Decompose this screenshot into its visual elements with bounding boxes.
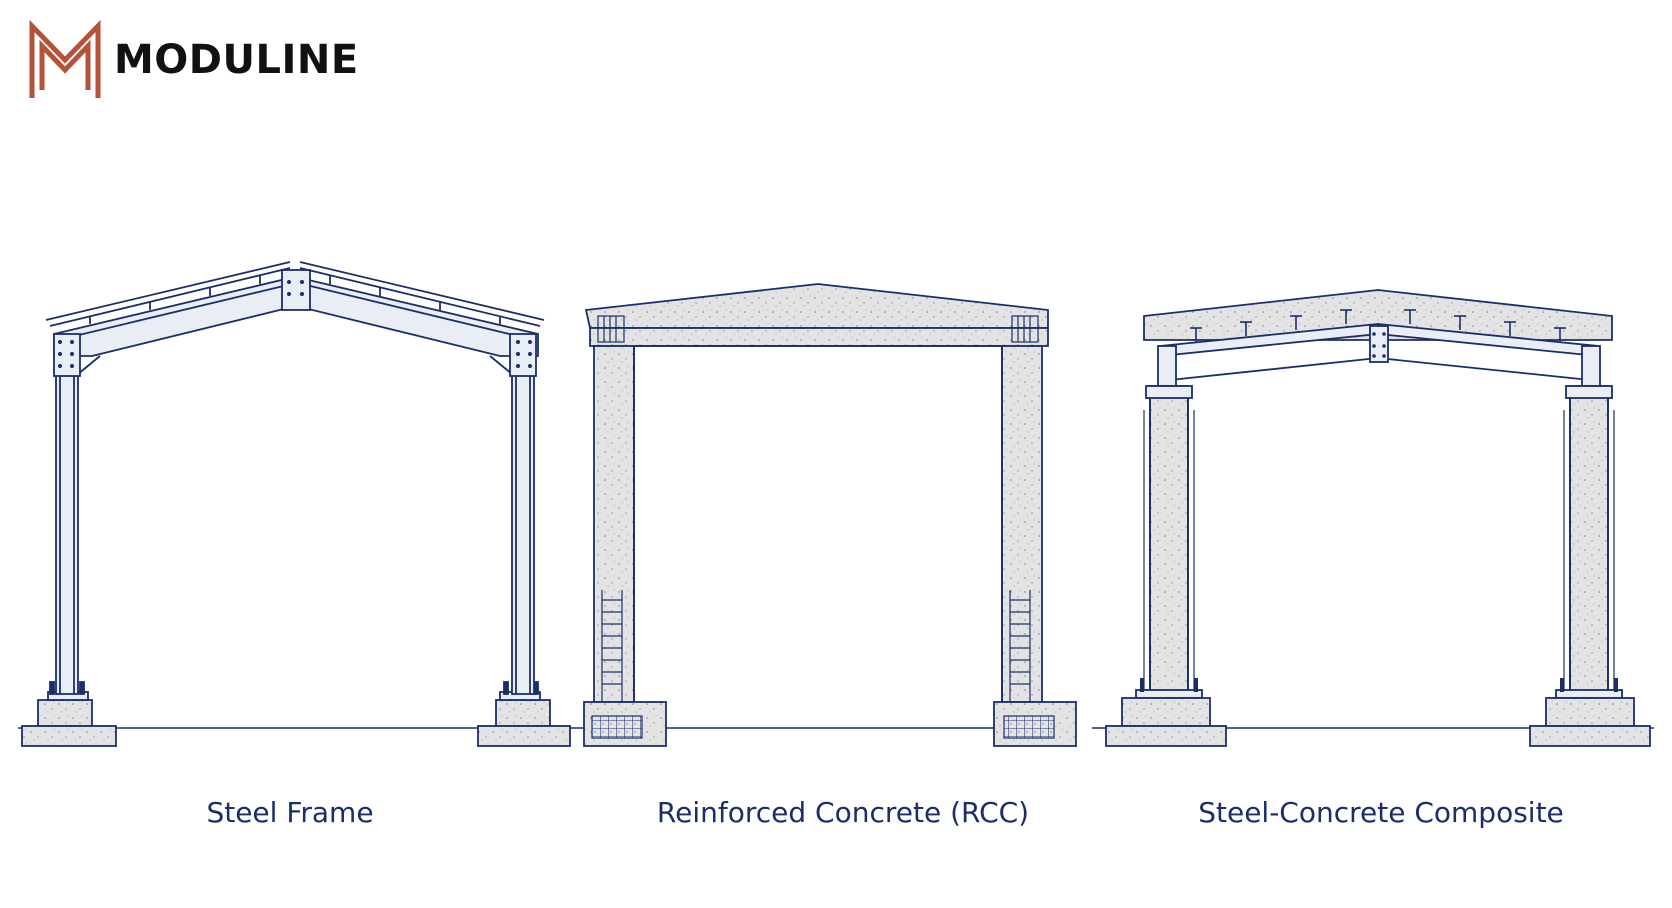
rcc-column-left [593, 345, 635, 703]
m-monogram-icon [29, 20, 101, 98]
rcc-frame [570, 283, 1077, 747]
composite-column-left [1143, 385, 1195, 697]
composite-roof-slab [1143, 289, 1613, 341]
steel-anchor-bolts [49, 681, 539, 695]
brand-logo: MODULINE [28, 20, 359, 100]
steel-footing-right [477, 691, 571, 747]
caption-steel-frame: Steel Frame [206, 796, 374, 829]
rcc-roof-slab [584, 283, 1049, 329]
caption-composite-frame: Steel-Concrete Composite [1198, 796, 1564, 829]
rcc-column-right [1001, 345, 1043, 703]
rcc-beam [589, 327, 1049, 347]
steel-frame [18, 261, 571, 747]
steel-column-right [511, 373, 535, 695]
composite-footing-right [1545, 697, 1635, 727]
caption-rcc-frame: Reinforced Concrete (RCC) [656, 796, 1030, 829]
composite-shear-studs [1190, 309, 1566, 342]
brand-name: MODULINE [114, 37, 359, 83]
composite-column-right [1563, 385, 1615, 697]
rcc-rebar-columns [601, 590, 1031, 704]
rcc-rebar-top [597, 315, 1039, 343]
steel-purlins [45, 261, 545, 327]
composite-footing-left [1121, 697, 1211, 727]
steel-footing-left [21, 691, 117, 747]
steel-column-left [55, 373, 79, 695]
composite-frame [1092, 289, 1654, 747]
